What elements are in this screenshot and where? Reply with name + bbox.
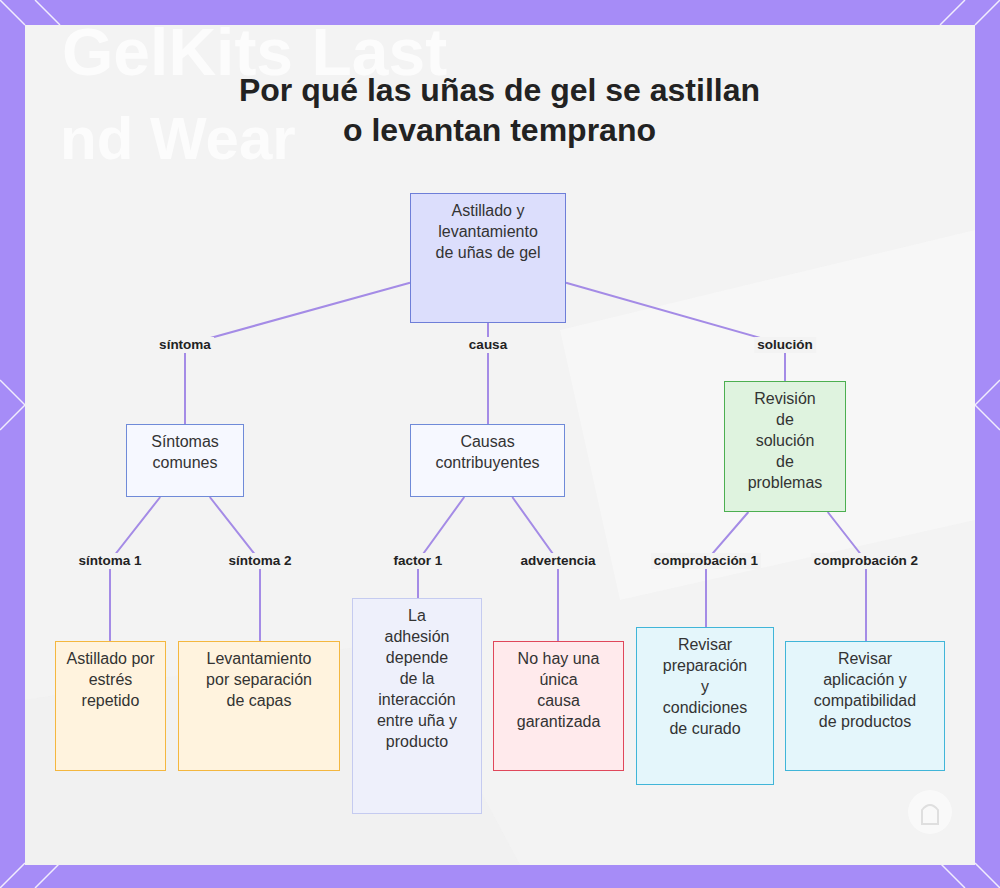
- connector-line: [210, 497, 260, 641]
- connector-line: [110, 497, 160, 641]
- watermark-text: nd Wear: [60, 104, 296, 173]
- concept-box: Levantamiento por separación de capas: [178, 641, 340, 771]
- node-text: La adhesión depende de la interacción en…: [376, 605, 458, 752]
- connector-line: [512, 497, 558, 641]
- frame-line: [35, 863, 60, 888]
- concept-box: Síntomas comunes: [126, 424, 244, 497]
- frame-line: [940, 863, 965, 888]
- frame-line: [975, 0, 1000, 25]
- node-text: Síntomas comunes: [135, 431, 235, 473]
- frame-line: [0, 380, 25, 405]
- node-text: Revisar aplicación y compatibilidad de p…: [805, 648, 925, 732]
- edge-label: causa: [466, 337, 510, 353]
- frame-line: [975, 380, 1000, 405]
- concept-box: No hay una única causa garantizada: [493, 641, 624, 771]
- edge-label: factor 1: [391, 553, 446, 569]
- node-text: Revisión de solución de problemas: [745, 388, 825, 493]
- concept-box: Revisar preparación y condiciones de cur…: [636, 627, 774, 785]
- node-text: Causas contribuyentes: [423, 431, 553, 473]
- connector-line: [185, 283, 410, 424]
- frame-line: [975, 863, 1000, 888]
- diagram-title: Por qué las uñas de gel se astillan o le…: [232, 70, 767, 150]
- edge-label: solución: [754, 337, 816, 353]
- frame-line: [0, 863, 25, 888]
- background-blur: [560, 230, 975, 600]
- frame-line: [975, 405, 1000, 430]
- connector-line: [706, 512, 748, 627]
- frame-line: [0, 405, 25, 430]
- frame-line: [0, 0, 25, 25]
- concept-box: Revisión de solución de problemas: [724, 381, 846, 512]
- edge-label: advertencia: [517, 553, 598, 569]
- connector-line: [566, 283, 785, 381]
- edge-label: síntoma 1: [75, 553, 144, 569]
- concept-box: Revisar aplicación y compatibilidad de p…: [785, 641, 945, 771]
- root-box: Astillado y levantamiento de uñas de gel: [410, 193, 566, 323]
- icon-shape: [922, 805, 938, 824]
- corner-icon: [908, 790, 952, 834]
- content-panel: [25, 25, 975, 865]
- edge-label: comprobación 1: [651, 553, 761, 569]
- frame-line: [35, 0, 60, 25]
- node-text: Astillado por estrés repetido: [66, 648, 156, 711]
- connector-line: [418, 497, 464, 598]
- icon-circle: [908, 790, 952, 834]
- node-text: Revisar preparación y condiciones de cur…: [658, 634, 752, 739]
- edge-label: comprobación 2: [811, 553, 921, 569]
- concept-box: La adhesión depende de la interacción en…: [352, 598, 482, 814]
- node-text: Astillado y levantamiento de uñas de gel: [433, 200, 543, 263]
- connector-line: [828, 512, 866, 641]
- edge-label: síntoma: [156, 337, 214, 353]
- frame-line: [940, 0, 965, 25]
- edge-label: síntoma 2: [225, 553, 294, 569]
- concept-box: Astillado por estrés repetido: [55, 641, 166, 771]
- node-text: Levantamiento por separación de capas: [199, 648, 319, 711]
- concept-box: Causas contribuyentes: [410, 424, 565, 497]
- node-text: No hay una única causa garantizada: [517, 648, 601, 732]
